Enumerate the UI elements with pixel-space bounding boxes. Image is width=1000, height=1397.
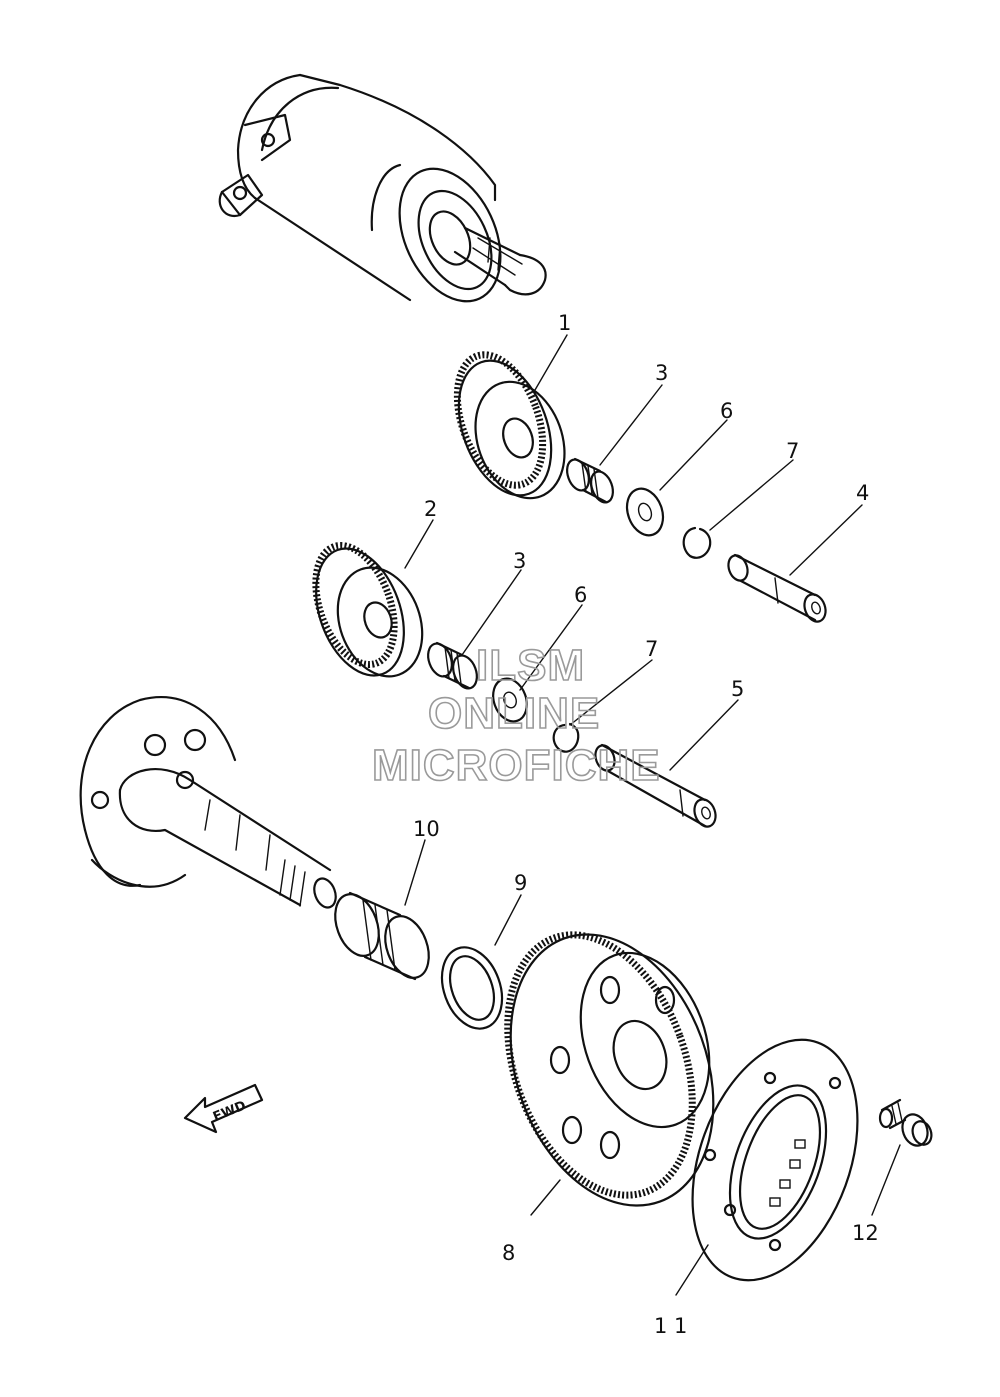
callout-7-lower: 7	[645, 637, 658, 661]
callout-1: 1	[558, 311, 571, 335]
callout-10: 10	[413, 817, 440, 841]
part-11-clutch	[691, 1038, 859, 1282]
part-12-bolt	[878, 1098, 933, 1147]
watermark-line-1: ILSM	[476, 641, 585, 690]
fwd-arrow: FWD	[183, 1083, 264, 1134]
part-3-bearing-upper	[566, 457, 614, 504]
callout-4: 4	[856, 481, 869, 505]
starter-motor	[218, 73, 547, 303]
callout-3-lower: 3	[513, 549, 526, 573]
callout-11: 1 1	[654, 1314, 687, 1338]
callout-6-lower: 6	[574, 583, 587, 607]
watermark-line-2: ONLINE	[428, 689, 600, 738]
callout-6-upper: 6	[720, 399, 733, 423]
part-8-wheel-gear	[504, 931, 715, 1207]
part-3-bearing-lower	[427, 641, 478, 690]
part-7-circlip-lower	[552, 722, 580, 753]
watermark-line-3: MICROFICHE	[372, 741, 661, 790]
callout-7-upper: 7	[786, 439, 799, 463]
callout-2: 2	[424, 497, 437, 521]
part-1-gear	[453, 351, 566, 500]
crankshaft-flywheel	[79, 696, 337, 909]
part-10-bearing	[334, 891, 430, 981]
part-7-circlip-upper	[682, 526, 712, 559]
callout-9: 9	[514, 871, 527, 895]
callout-8: 8	[502, 1241, 515, 1265]
watermark: ILSM ONLINE MICROFICHE	[371, 640, 661, 791]
leader-lines	[404, 334, 901, 1296]
part-6-washer-lower	[492, 677, 528, 723]
callout-3-upper: 3	[655, 361, 668, 385]
callout-5: 5	[731, 677, 744, 701]
part-5-shaft	[594, 743, 717, 828]
callout-12: 12	[852, 1221, 879, 1245]
part-9-washer	[440, 946, 504, 1030]
part-2-gear	[312, 542, 424, 678]
part-4-shaft	[727, 553, 827, 623]
part-6-washer-upper	[625, 487, 665, 537]
